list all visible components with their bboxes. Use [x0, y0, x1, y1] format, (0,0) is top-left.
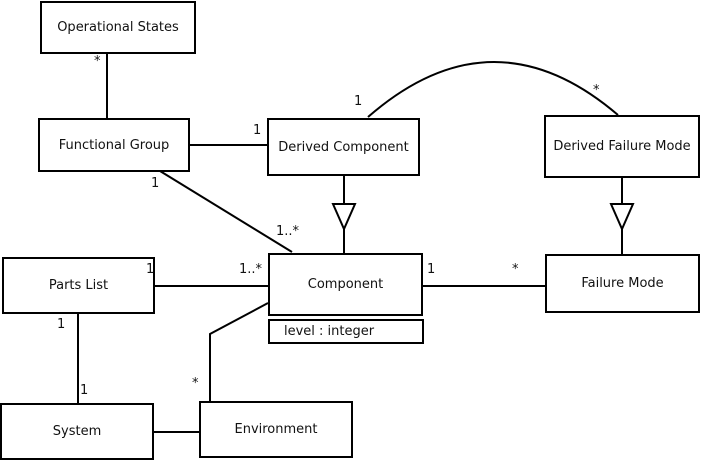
multiplicity-component-failuremode-star: *	[512, 262, 519, 277]
class-box-derived-component: Derived Component	[267, 118, 420, 176]
class-box-failure-mode: Failure Mode	[545, 254, 700, 313]
class-box-parts-list: Parts List	[2, 257, 155, 314]
multiplicity-partslist-system-upper: 1	[57, 317, 66, 332]
class-attribute-component-level: level : integer	[268, 319, 424, 344]
multiplicity-partslist-component-many: 1..*	[239, 262, 263, 277]
edge-environment-component	[209, 302, 269, 401]
multiplicity-funcgroup-component-many: 1..*	[276, 224, 300, 239]
multiplicity-environment-component: *	[192, 376, 199, 391]
class-box-environment: Environment	[199, 401, 353, 458]
multiplicity-derivedcomp-arc: 1	[354, 94, 363, 109]
multiplicity-partslist-component-one: 1	[146, 262, 155, 277]
class-box-component: Component	[268, 253, 423, 316]
class-box-system: System	[0, 403, 154, 460]
edge-derivedcomp-derivedfm-arc	[367, 61, 619, 118]
multiplicity-derivedfm-arc: *	[593, 83, 600, 98]
class-box-functional-group: Functional Group	[38, 118, 190, 172]
multiplicity-funcgroup-component-one: 1	[151, 176, 160, 191]
multiplicity-component-failuremode-one: 1	[427, 262, 436, 277]
multiplicity-opstates-funcgroup: *	[94, 54, 101, 69]
generalization-triangle-icon	[331, 203, 357, 232]
class-box-operational-states: Operational States	[40, 1, 196, 54]
multiplicity-funcgroup-derivedcomp: 1	[253, 123, 262, 138]
edge-funcgroup-component	[159, 170, 293, 253]
class-box-derived-failure-mode: Derived Failure Mode	[544, 115, 700, 178]
generalization-triangle-icon	[609, 203, 635, 232]
multiplicity-partslist-system-lower: 1	[80, 383, 89, 398]
